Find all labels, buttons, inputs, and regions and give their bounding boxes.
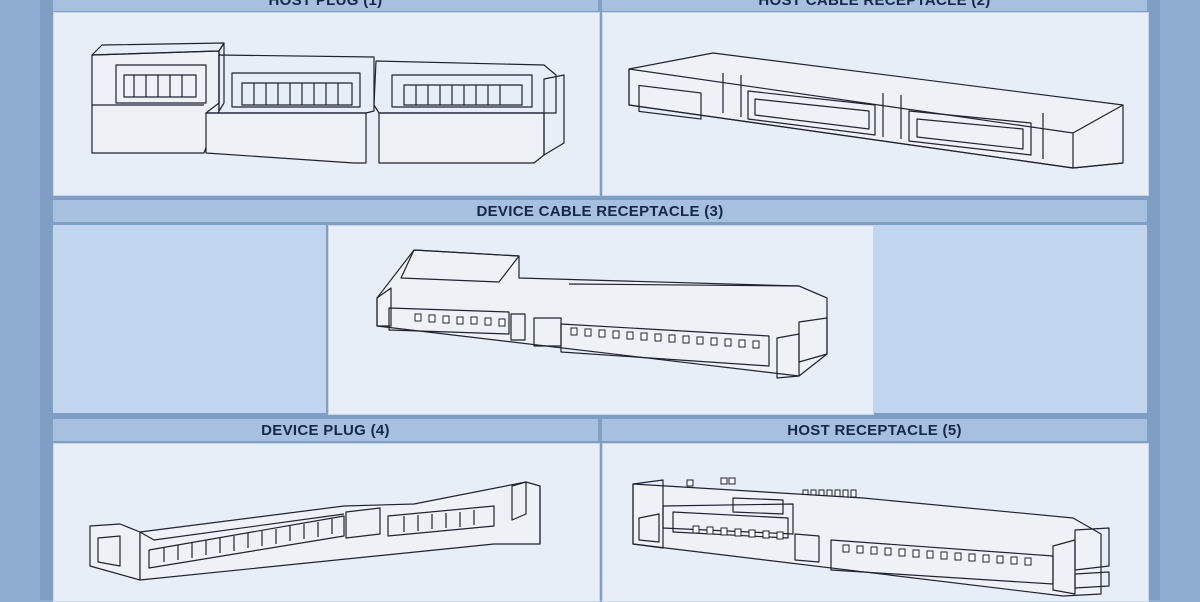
panel-host-receptacle: [602, 443, 1149, 602]
middle-left-blank: [53, 225, 326, 413]
host-plug-drawing: [91, 42, 565, 164]
panel-device-cable-receptacle: [328, 225, 874, 415]
host-receptacle-drawing: [632, 477, 1110, 597]
middle-right-blank: [874, 225, 1147, 413]
panel-title-host-cable-receptacle-text: HOST CABLE RECEPTACLE (2): [758, 0, 991, 9]
host-plug-block-3: [373, 60, 565, 164]
panel-title-host-plug: HOST PLUG (1): [53, 0, 598, 11]
host-plug-block-2: [205, 54, 375, 164]
panel-title-device-cable-receptacle: DEVICE CABLE RECEPTACLE (3): [53, 200, 1147, 222]
panel-title-device-plug: DEVICE PLUG (4): [53, 419, 598, 441]
panel-host-plug: [53, 12, 600, 196]
panel-title-host-plug-text: HOST PLUG (1): [268, 0, 383, 9]
panel-host-cable-receptacle: [602, 12, 1149, 196]
host-receptacle-contacts-left: [692, 525, 784, 540]
panel-title-host-cable-receptacle: HOST CABLE RECEPTACLE (2): [602, 0, 1147, 11]
device-cable-receptacle-pins-right: [570, 327, 760, 349]
panel-title-device-cable-receptacle-text: DEVICE CABLE RECEPTACLE (3): [476, 202, 724, 220]
device-plug-contacts-right: [403, 510, 475, 532]
host-cable-receptacle-drawing: [628, 52, 1124, 169]
host-receptacle-contacts-right: [842, 544, 1032, 566]
device-plug-contacts-left: [163, 519, 333, 562]
panel-device-plug: [53, 443, 600, 602]
host-receptacle-top-pins: [686, 477, 857, 498]
panel-title-device-plug-text: DEVICE PLUG (4): [261, 421, 390, 439]
device-cable-receptacle-drawing: [376, 249, 828, 379]
panel-title-host-receptacle: HOST RECEPTACLE (5): [602, 419, 1147, 441]
device-cable-receptacle-pins-left: [414, 313, 506, 327]
device-plug-drawing: [89, 481, 541, 581]
host-plug-block-1: [91, 42, 225, 154]
panel-title-host-receptacle-text: HOST RECEPTACLE (5): [787, 421, 962, 439]
